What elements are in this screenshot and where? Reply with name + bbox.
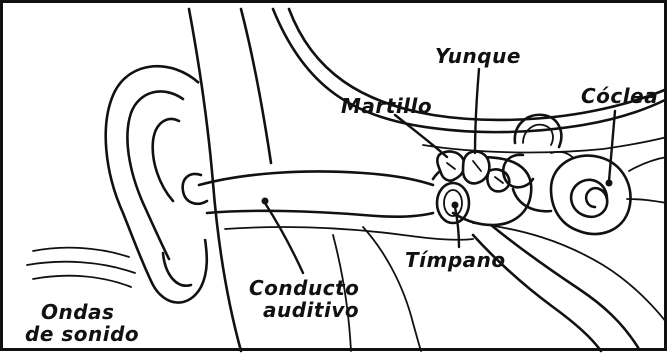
- ear-canal-bottom: [207, 211, 433, 217]
- pinna-outer: [106, 66, 207, 302]
- pointer-yunque: [475, 69, 479, 153]
- label-martillo: Martillo: [341, 94, 432, 118]
- sound-wave-1: [33, 248, 129, 257]
- label-ondas-line2: de sonido: [25, 322, 139, 346]
- semicircular-canal-1-inner: [523, 125, 553, 145]
- label-timpano: Tímpano: [405, 248, 506, 272]
- cochlea-outer: [551, 156, 631, 234]
- semicircular-canal-2: [503, 155, 533, 187]
- sound-wave-2: [27, 262, 135, 273]
- pointer-coclea-dot: [606, 180, 613, 187]
- ear-illustration: Yunque Martillo Cóclea Tímpano Conducto …: [3, 3, 667, 354]
- ear-canal-top: [199, 172, 433, 186]
- temporal-contour: [273, 9, 667, 132]
- nerve-upper: [629, 157, 667, 171]
- pointer-timpano-dot: [452, 202, 459, 209]
- pointer-conducto-dot: [262, 198, 269, 205]
- pointer-conducto: [265, 203, 303, 273]
- eustachian-tube-top: [491, 225, 639, 349]
- label-conducto-line1: Conducto: [249, 276, 359, 300]
- back-head-contour: [241, 9, 271, 163]
- sound-wave-3: [33, 276, 131, 287]
- nerve-lower: [627, 199, 667, 203]
- pointer-martillo: [395, 115, 447, 157]
- canal-inner-bottom: [225, 227, 473, 240]
- anvil-bone: [463, 151, 489, 183]
- label-coclea: Cóclea: [581, 84, 658, 108]
- jaw-contour-1: [363, 227, 421, 351]
- label-conducto-line2: auditivo: [263, 298, 359, 322]
- bone-layer-low: [473, 223, 667, 323]
- label-yunque: Yunque: [435, 44, 521, 68]
- bone-layer-mid: [423, 137, 667, 152]
- label-ondas-line1: Ondas: [41, 300, 114, 324]
